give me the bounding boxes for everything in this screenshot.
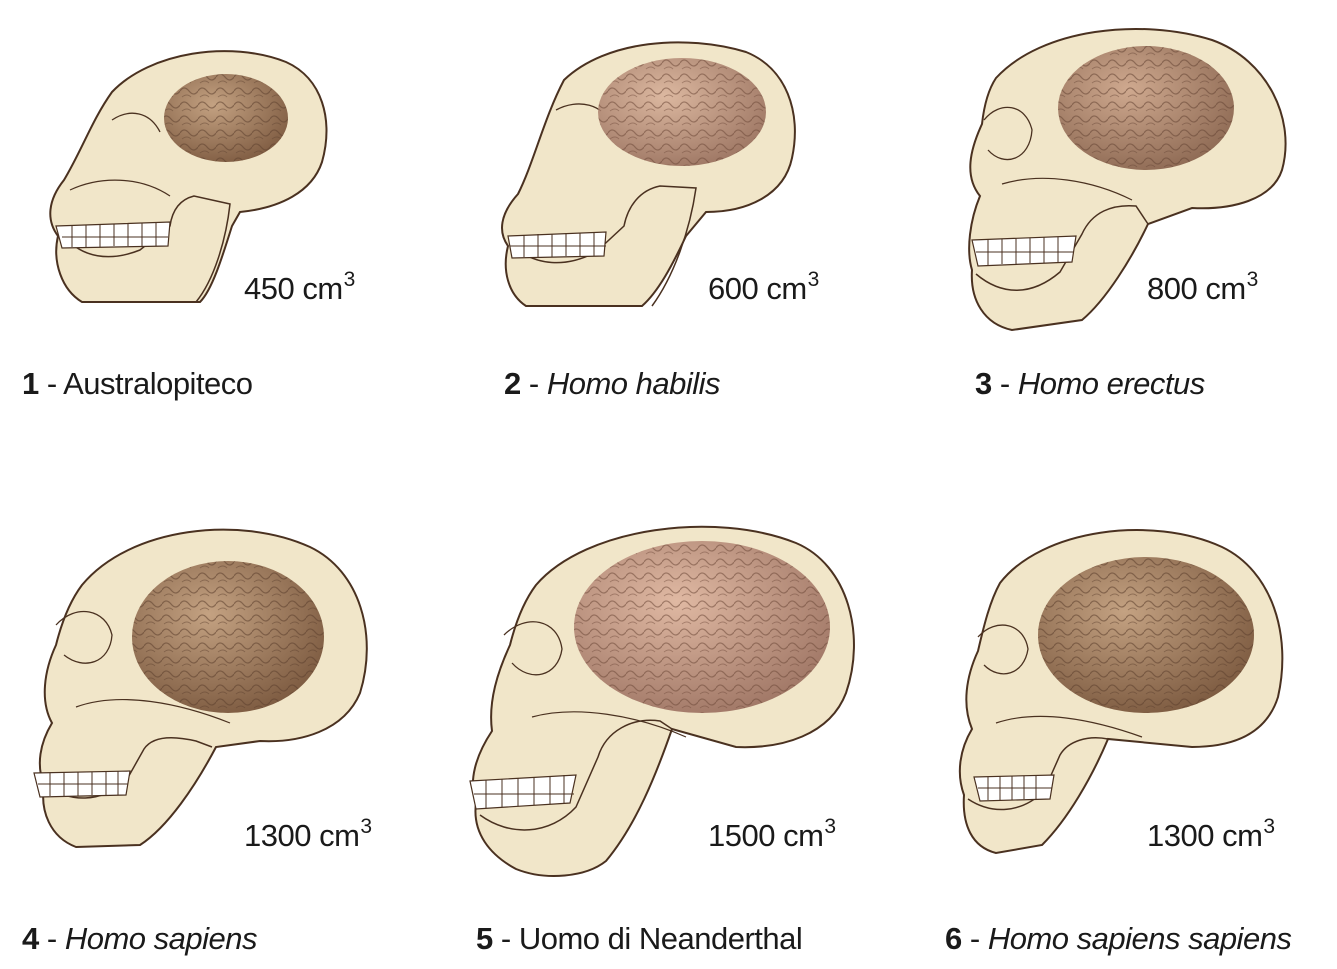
specimen-caption-3: 3 - Homo erectus xyxy=(975,366,1205,401)
species-name-5: Uomo di Neanderthal xyxy=(518,921,803,956)
specimen-caption-4: 4 - Homo sapiens xyxy=(22,921,258,956)
skull-illustration-3 xyxy=(968,27,1287,332)
teeth xyxy=(971,235,1077,267)
cheek-line xyxy=(69,179,171,197)
teeth xyxy=(973,774,1055,802)
specimen-panel-3: 800 cm3 3 - Homo erectus xyxy=(892,0,1337,484)
teeth xyxy=(507,231,607,259)
skull-illustration-5 xyxy=(469,525,855,877)
skull-illustration-6 xyxy=(958,529,1284,855)
specimen-panel-1: 450 cm3 1 - Australopiteco xyxy=(0,0,445,484)
species-name-4: Homo sapiens xyxy=(64,921,258,956)
specimen-panel-5: 1500 cm3 5 - Uomo di Neanderthal xyxy=(446,485,891,969)
specimen-caption-2: 2 - Homo habilis xyxy=(504,366,721,401)
teeth xyxy=(33,770,131,798)
jaw xyxy=(511,185,697,307)
brain-volume-4: 1300 cm3 xyxy=(244,815,372,853)
eye-socket xyxy=(503,621,563,676)
cheek-line xyxy=(995,715,1143,738)
skull-illustration-4 xyxy=(33,528,368,849)
brain-volume-5: 1500 cm3 xyxy=(708,815,836,853)
eye-socket xyxy=(983,106,1033,161)
eye-socket xyxy=(977,624,1029,675)
cheek-line xyxy=(75,699,231,724)
teeth xyxy=(469,774,577,810)
specimen-caption-6: 6 - Homo sapiens sapiens xyxy=(945,921,1292,956)
species-name-3: Homo erectus xyxy=(1017,366,1205,401)
specimen-panel-4: 1300 cm3 4 - Homo sapiens xyxy=(0,485,445,969)
species-name-2: Homo habilis xyxy=(546,366,721,401)
brain-volume-3: 800 cm3 xyxy=(1147,268,1258,306)
skull-illustration-2 xyxy=(501,41,796,307)
brain-volume-2: 600 cm3 xyxy=(708,268,819,306)
brain-volume-1: 450 cm3 xyxy=(244,268,355,306)
species-name-6: Homo sapiens sapiens xyxy=(987,921,1292,956)
cheek-line xyxy=(1001,177,1133,201)
specimen-caption-5: 5 - Uomo di Neanderthal xyxy=(476,921,803,956)
brain-volume-6: 1300 cm3 xyxy=(1147,815,1275,853)
skull-illustration-1 xyxy=(49,50,328,303)
cheek-line xyxy=(531,711,687,738)
specimen-panel-6: 1300 cm3 6 - Homo sapiens sapiens xyxy=(892,485,1337,969)
specimen-panel-2: 600 cm3 2 - Homo habilis xyxy=(446,0,891,484)
jaw xyxy=(975,204,1149,291)
eye-socket xyxy=(55,610,113,664)
species-name-1: Australopiteco xyxy=(63,366,253,401)
brow-line xyxy=(111,112,161,133)
jaw xyxy=(63,195,231,303)
specimen-caption-1: 1 - Australopiteco xyxy=(22,366,253,401)
teeth xyxy=(55,221,171,249)
